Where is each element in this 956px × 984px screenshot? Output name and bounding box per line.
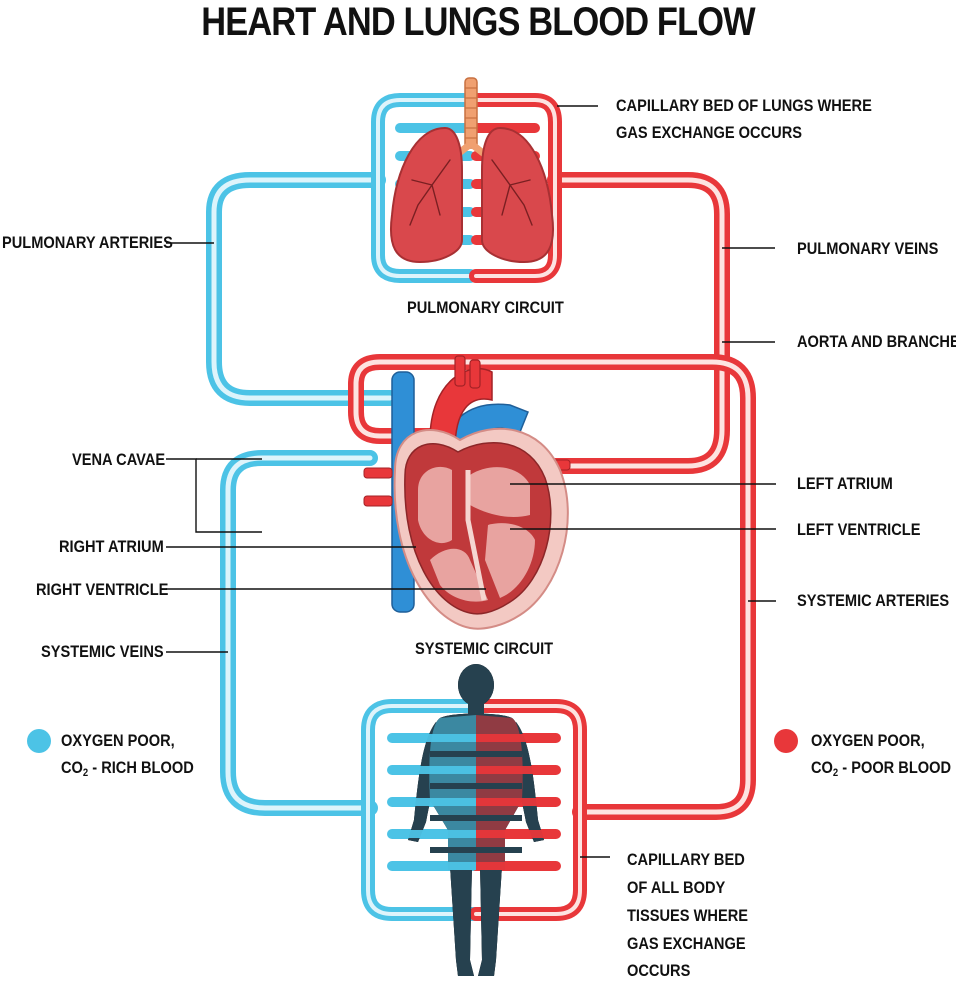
label-left-atrium: LEFT ATRIUM — [797, 474, 893, 493]
label-capillary-body-line5: OCCURS — [627, 961, 691, 980]
label-capillary-lungs-line2: GAS EXCHANGE OCCURS — [616, 123, 803, 142]
label-capillary-body-line2: OF ALL BODY — [627, 878, 726, 897]
leader-lines — [166, 105, 776, 858]
label-aorta: AORTA AND BRANCHES — [797, 332, 956, 351]
label-pulmonary-veins: PULMONARY VEINS — [797, 239, 939, 258]
label-systemic-arteries: SYSTEMIC ARTERIES — [797, 591, 950, 610]
label-capillary-body-line3: TISSUES WHERE — [627, 906, 749, 925]
label-capillary-lungs-line1: CAPILLARY BED OF LUNGS WHERE — [616, 96, 872, 115]
human-body-illustration — [400, 664, 556, 976]
legend-blue-line2: CO2 - RICH BLOOD — [61, 758, 194, 779]
label-vena-cavae: VENA CAVAE — [72, 450, 166, 469]
heart-illustration — [363, 355, 571, 630]
lungs-illustration — [390, 77, 554, 264]
legend-red-line1: OXYGEN POOR, — [811, 731, 925, 750]
label-capillary-body-line4: GAS EXCHANGE — [627, 934, 746, 953]
label-systemic-circuit: SYSTEMIC CIRCUIT — [415, 639, 554, 658]
legend-blue-line1: OXYGEN POOR, — [61, 731, 175, 750]
label-pulmonary-circuit: PULMONARY CIRCUIT — [407, 298, 564, 317]
legend-blue-dot — [27, 729, 51, 753]
label-systemic-veins: SYSTEMIC VEINS — [41, 642, 164, 661]
label-right-ventricle: RIGHT VENTRICLE — [36, 580, 169, 599]
label-capillary-body-line1: CAPILLARY BED — [627, 850, 745, 869]
label-pulmonary-arteries: PULMONARY ARTERIES — [2, 233, 173, 252]
label-right-atrium: RIGHT ATRIUM — [59, 537, 164, 556]
label-left-ventricle: LEFT VENTRICLE — [797, 520, 921, 539]
page-title: HEART AND LUNGS BLOOD FLOW — [201, 0, 755, 44]
legend-red-dot — [774, 729, 798, 753]
legend-red-line2: CO2 - POOR BLOOD — [811, 758, 952, 779]
